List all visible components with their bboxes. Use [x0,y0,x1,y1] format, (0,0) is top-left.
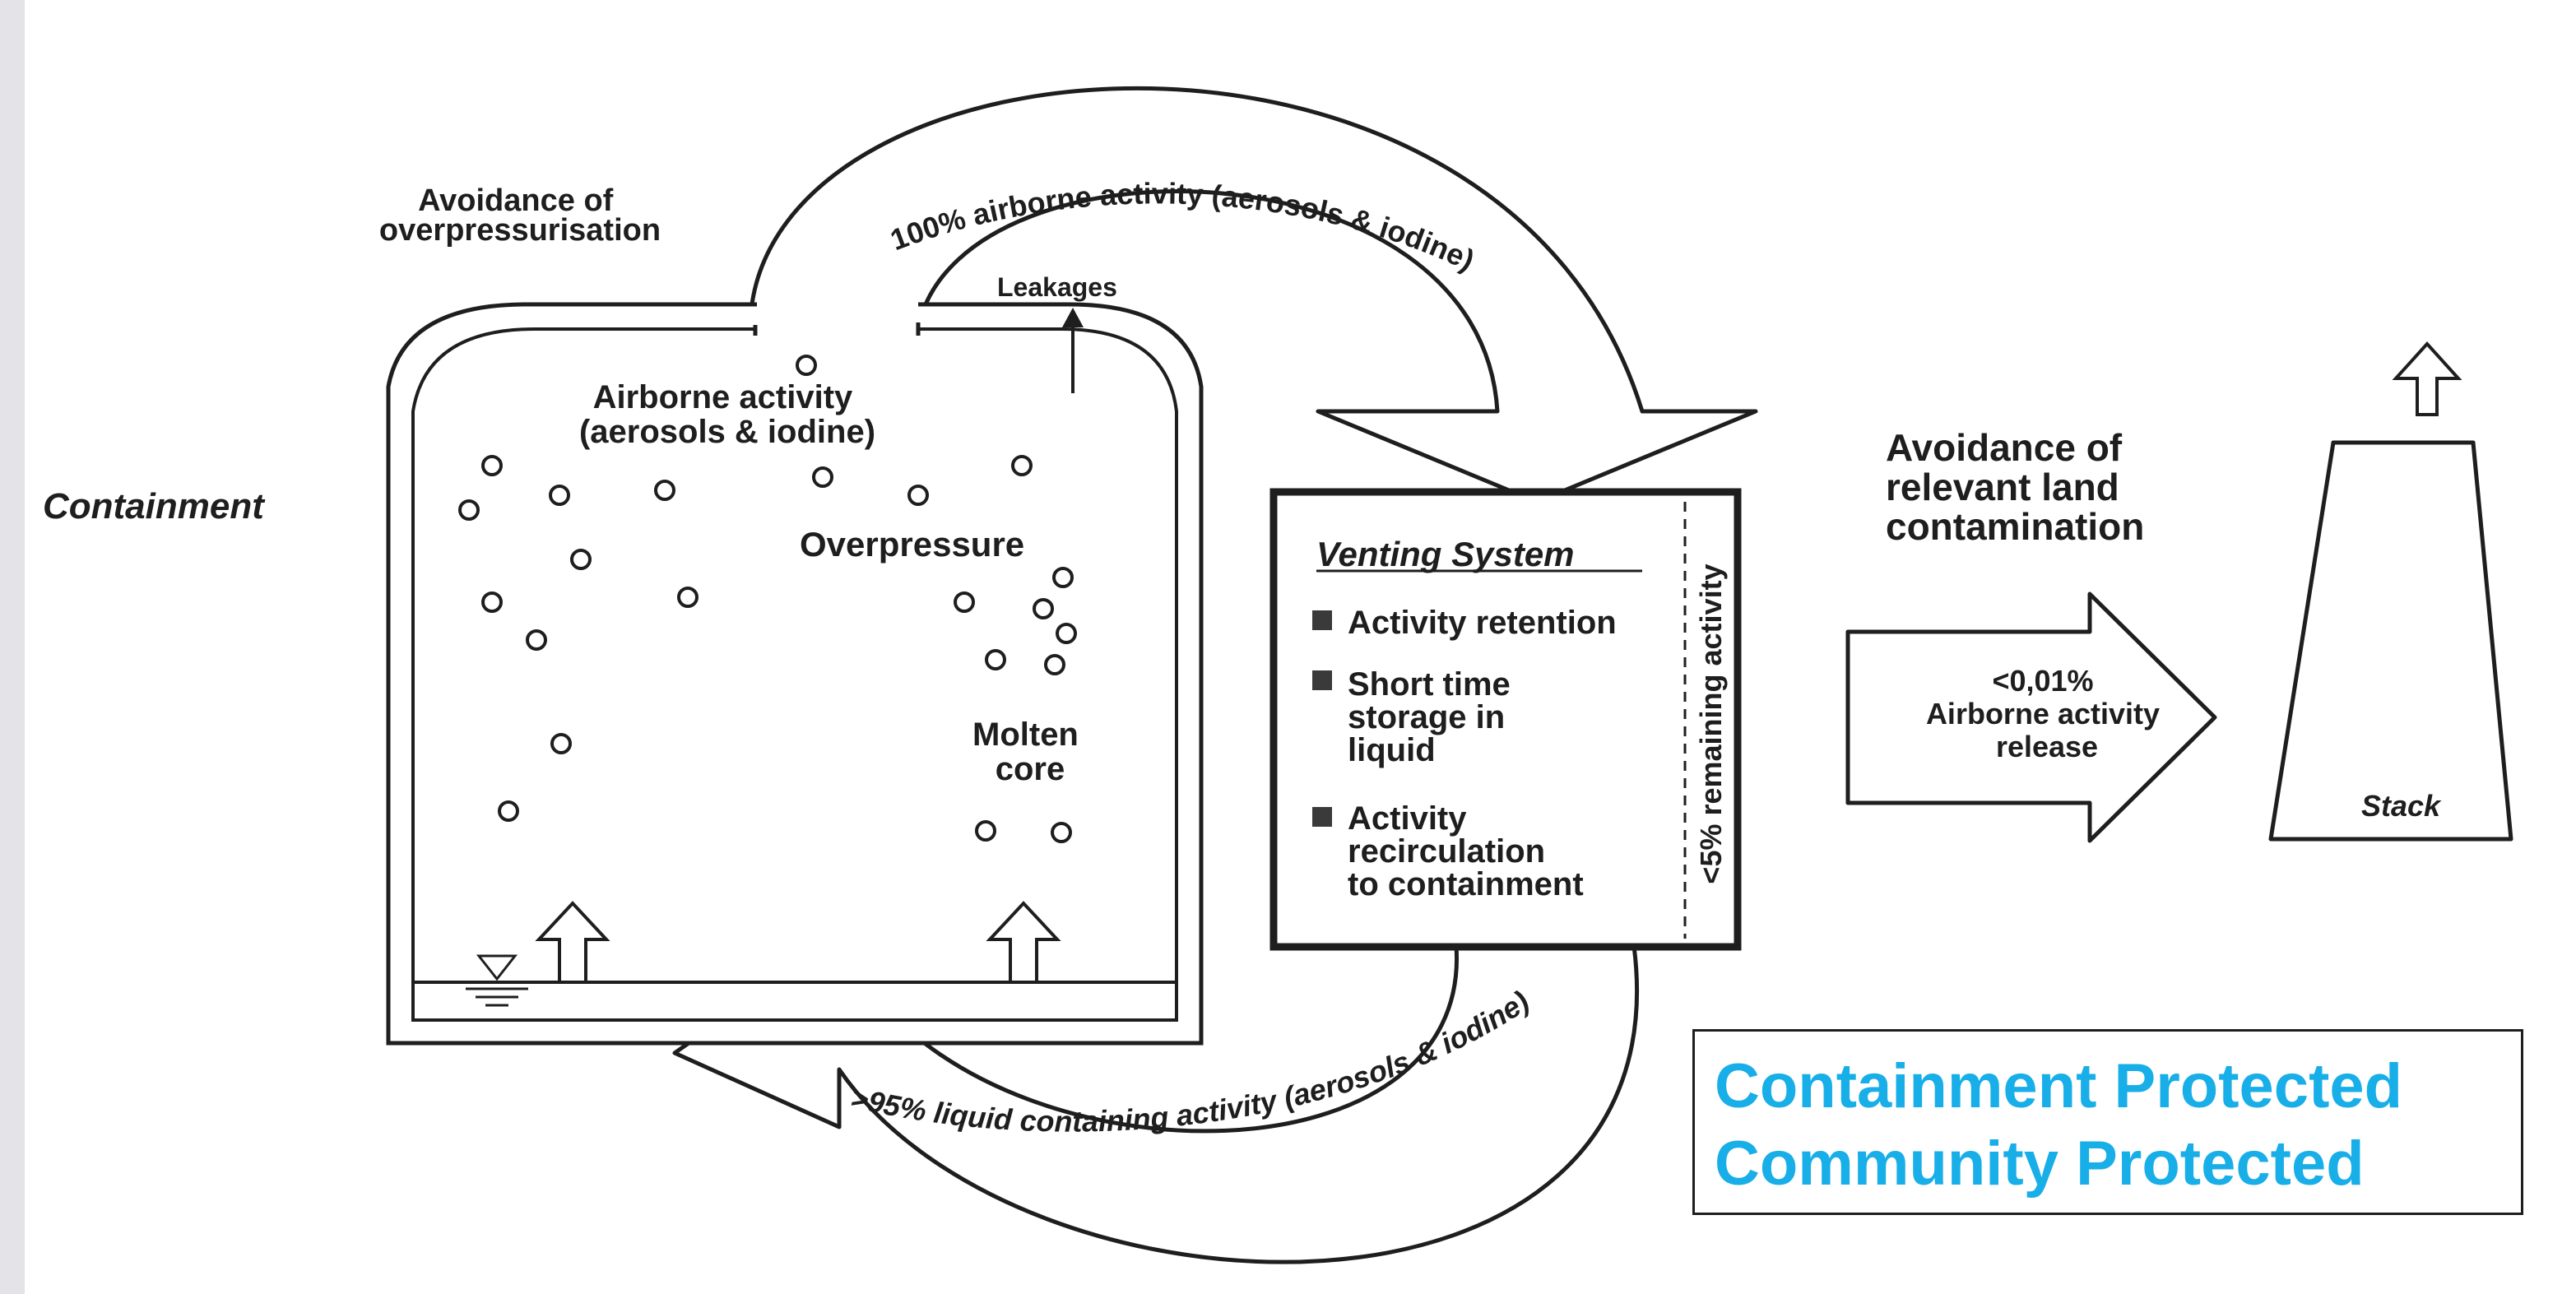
aerosol-particle [570,549,592,570]
aerosol-particle [549,485,570,506]
aerosol-particle [975,820,996,842]
molten-core-label: Molten core [972,717,1088,787]
aerosol-particle [985,649,1006,670]
steam-rise-arrow-left [535,901,610,984]
steam-rise-arrow-right [986,901,1061,984]
venting-system-title: Venting System [1316,535,1575,573]
aerosol-particle [1051,822,1072,843]
airborne-activity-label: Airborne activity (aerosols & iodine) [579,379,875,450]
avoidance-land-contamination-label: Avoidance of relevant land contamination [1886,426,2144,548]
aerosol-particle [458,499,480,521]
vessel-outlet [757,296,918,336]
stack-label: Stack [2361,789,2442,823]
venting-item-storage: Short time storage in liquid [1348,666,1520,768]
venting-system-box [1269,488,1742,951]
release-arrow [1845,591,2217,843]
containment-label: Containment [43,486,266,526]
leakage-arrow [1062,308,1084,393]
leakages-label: Leakages [997,272,1117,302]
bullet-2 [1312,670,1332,690]
left-band [0,0,25,1294]
stack-exhaust-arrow [2392,341,2462,416]
aerosol-particle [1056,623,1077,644]
aerosol-particle [1033,598,1054,619]
aerosol-particle [498,800,519,822]
bullet-3 [1312,807,1332,827]
avoidance-overpressurisation-label: Avoidance of overpressurisation [379,183,661,248]
aerosol-particle [481,455,503,476]
water-level-symbol [466,954,528,1007]
aerosol-particle [526,629,547,651]
callout-line-containment: Containment Protected [1715,1051,2403,1121]
aerosol-particle [1011,455,1033,476]
aerosol-particle [550,733,572,754]
aerosol-particle [907,485,929,506]
callout-line-community: Community Protected [1715,1129,2365,1199]
aerosol-particle [677,587,699,608]
containment-inner-wall [411,327,1178,1022]
containment-outer-wall [386,302,1204,1046]
aerosol-particles [458,355,1077,843]
bullet-1 [1312,610,1332,630]
venting-item-recirculation: Activity recirculation to containment [1348,800,1584,902]
aerosol-particle [796,355,817,376]
stack-shape [2268,440,2513,842]
aerosol-particle [481,591,503,613]
top-flow-arrow [748,86,1758,504]
aerosol-particle [1052,567,1074,588]
aerosol-particle [954,591,975,613]
protection-callout: Containment Protected Community Protecte… [1692,1029,2523,1215]
bottom-flow-arrow [672,935,1639,1264]
aerosol-particle [654,480,675,501]
aerosol-particle [1044,654,1065,675]
venting-item-retention: Activity retention [1348,605,1617,641]
aerosol-particle [812,466,833,488]
remaining-activity-label: <5% remaining activity [1694,564,1728,884]
overpressure-label: Overpressure [800,525,1024,564]
release-label: <0,01% Airborne activity release [1926,664,2168,763]
